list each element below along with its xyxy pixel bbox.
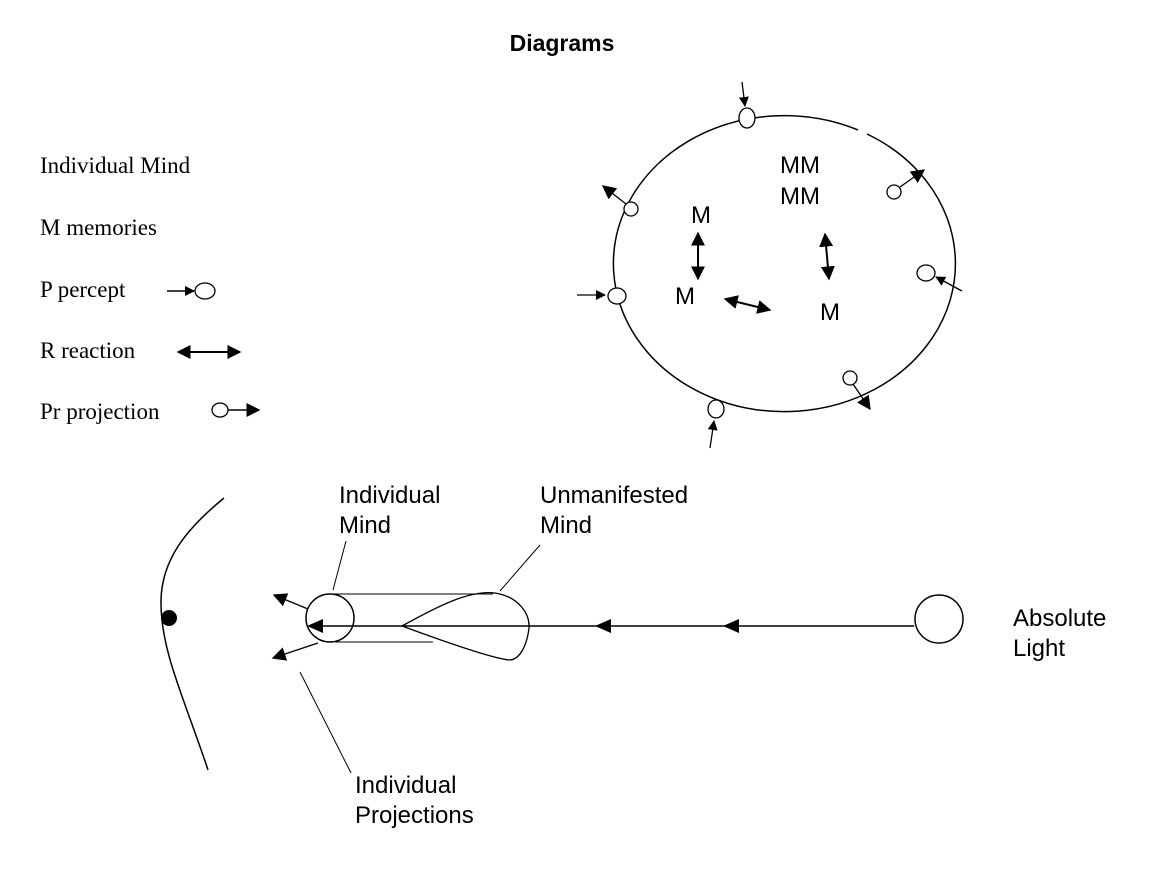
unmanifested-mind-caption-line2: Mind [540,512,593,539]
legend-individual-mind: Individual Mind [40,153,191,178]
page-title: Diagrams [509,30,615,56]
unmanifested-mind-caption-line1: Unmanifested [540,482,689,509]
memory-label-m-left: M [675,283,695,310]
absolute-light-caption-line2: Light [1013,635,1066,662]
individual-mind-caption-line1: Individual [339,482,441,509]
leader-lines [299,540,541,774]
unmanifested-mind-caption: Unmanifested Mind [540,481,688,541]
legend-projection-symbol [211,402,261,418]
projection-upper-left [601,185,639,217]
memory-label-mm-2: MM [780,183,820,210]
individual-projections-caption: Individual Projections [355,771,474,831]
individual-mind-cylinder [305,593,493,643]
individual-projections-caption-line2: Projections [355,802,474,829]
absolute-light-caption-line1: Absolute [1013,605,1107,632]
legend-reaction: R reaction [40,338,136,363]
percept-bottom [707,399,725,449]
individual-mind-circle [612,114,957,413]
reaction-arrow-right [819,232,835,281]
individual-projections-caption-line1: Individual [355,772,457,799]
memory-label-m-right: M [820,299,840,326]
projection-lower-right [842,370,871,411]
legend-percept: P percept [40,277,126,302]
individual-mind-caption-line2: Mind [339,512,392,539]
legend-projection: Pr projection [40,399,160,424]
absolute-light-circle [914,594,964,644]
memory-label-mm-1: MM [780,152,820,179]
individual-mind-caption: Individual Mind [339,481,440,541]
unmanifested-mind-shape [400,591,530,661]
light-ray [307,619,914,633]
percept-left [577,287,627,305]
absolute-light-caption: Absolute Light [1013,604,1106,664]
reaction-arrow-center [723,295,772,314]
individual-projection-arrows [271,593,319,661]
world-curve [160,497,225,771]
legend-percept-symbol [167,282,216,300]
percept-top [738,81,756,129]
projection-upper-right [886,169,926,200]
legend-memories: M memories [40,215,157,240]
percept-right [916,264,963,292]
memory-label-m-top: M [691,202,711,229]
